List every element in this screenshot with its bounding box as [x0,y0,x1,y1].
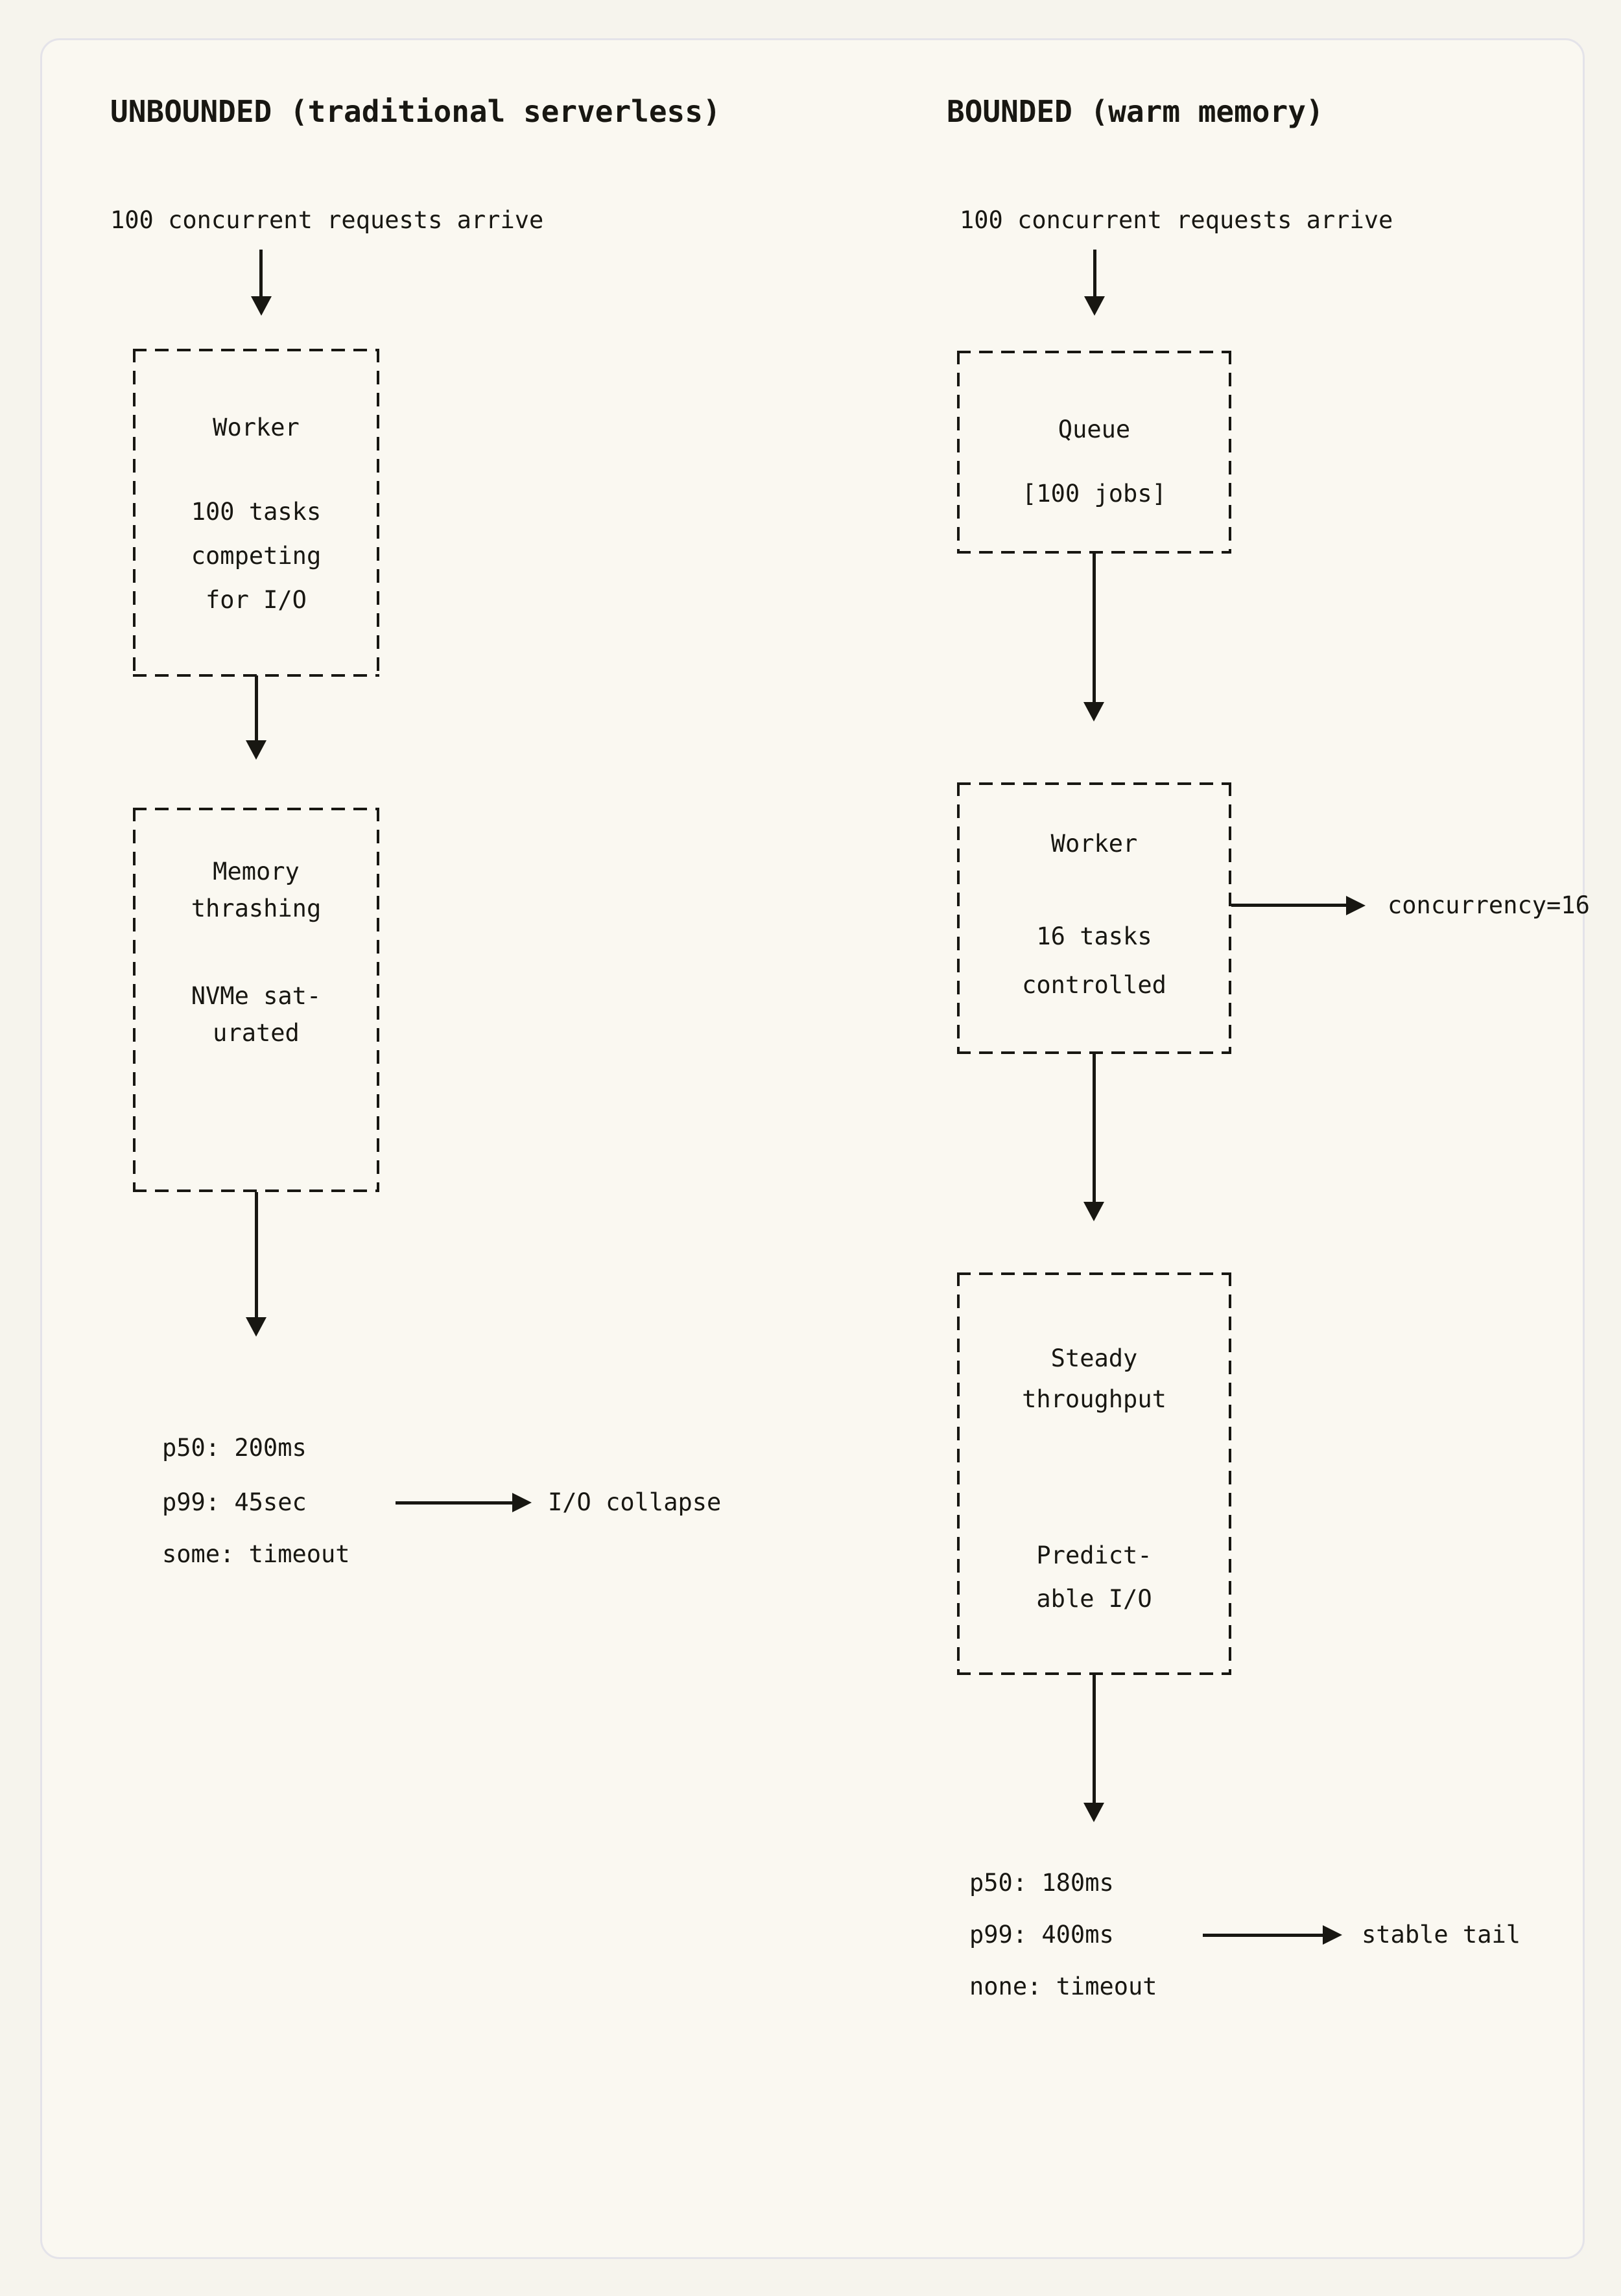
arrow-tail [1093,1054,1096,1202]
bounded-stat-p50: p50: 180ms [969,1869,1114,1897]
unbounded-worker-box [133,349,379,677]
arrow-tail [1093,250,1096,296]
memory-box-line: urated [213,1019,300,1047]
arrow-head [1083,1803,1104,1822]
unbounded-stat-p50: p50: 200ms [162,1434,307,1462]
queue-box [957,351,1231,554]
bounded-stat-p99: p99: 400ms [969,1921,1114,1949]
arrow-head [246,740,266,760]
arrow-head [1083,702,1104,721]
memory-box-line: Memory [213,858,300,885]
arrow-tail [255,1192,258,1317]
memory-box-line: thrashing [191,895,322,922]
steady-box-line: able I/O [1036,1585,1152,1613]
arrow-tail [1093,1675,1096,1803]
arrow-head [246,1317,266,1337]
arrow-head [512,1493,532,1512]
worker-box-line: 16 tasks [1036,922,1152,950]
io-collapse-callout: I/O collapse [548,1488,722,1516]
arrow-head [1084,296,1105,316]
steady-box-line: throughput [1022,1385,1166,1413]
bounded-requests-label: 100 concurrent requests arrive [960,206,1393,234]
worker-box-line: for I/O [206,586,307,614]
memory-box-line: NVMe sat- [191,982,322,1010]
steady-box-line: Predict- [1036,1541,1152,1569]
arrow-head [1346,896,1366,915]
arrow-tail [255,675,258,740]
worker-box-line: 100 tasks [191,498,322,526]
bounded-stat-timeout: none: timeout [969,1973,1157,2000]
stable-tail-callout: stable tail [1362,1921,1521,1949]
arrow-tail [259,250,263,296]
arrow-head [1323,1925,1342,1945]
worker-box-title: Worker [213,414,300,441]
arrow-head [1083,1202,1104,1221]
arrow-tail [396,1501,512,1505]
arrow-head [251,296,272,316]
worker-box-title: Worker [1050,830,1138,858]
unbounded-requests-label: 100 concurrent requests arrive [110,206,544,234]
worker-box-line: competing [191,542,322,570]
unbounded-stat-p99: p99: 45sec [162,1488,307,1516]
arrow-tail [1231,904,1346,907]
unbounded-stat-timeout: some: timeout [162,1540,350,1568]
memory-thrashing-box [133,808,379,1192]
steady-box-line: Steady [1050,1344,1138,1372]
queue-box-jobs: [100 jobs] [1022,480,1166,508]
bounded-worker-box [957,782,1231,1054]
concurrency-label: concurrency=16 [1388,891,1590,919]
steady-throughput-box [957,1272,1231,1675]
arrow-tail [1093,554,1096,702]
arrow-tail [1203,1934,1323,1937]
worker-box-line: controlled [1022,971,1166,999]
bounded-column-title: BOUNDED (warm memory) [947,94,1324,129]
unbounded-column-title: UNBOUNDED (traditional serverless) [110,94,721,129]
queue-box-title: Queue [1058,416,1131,443]
